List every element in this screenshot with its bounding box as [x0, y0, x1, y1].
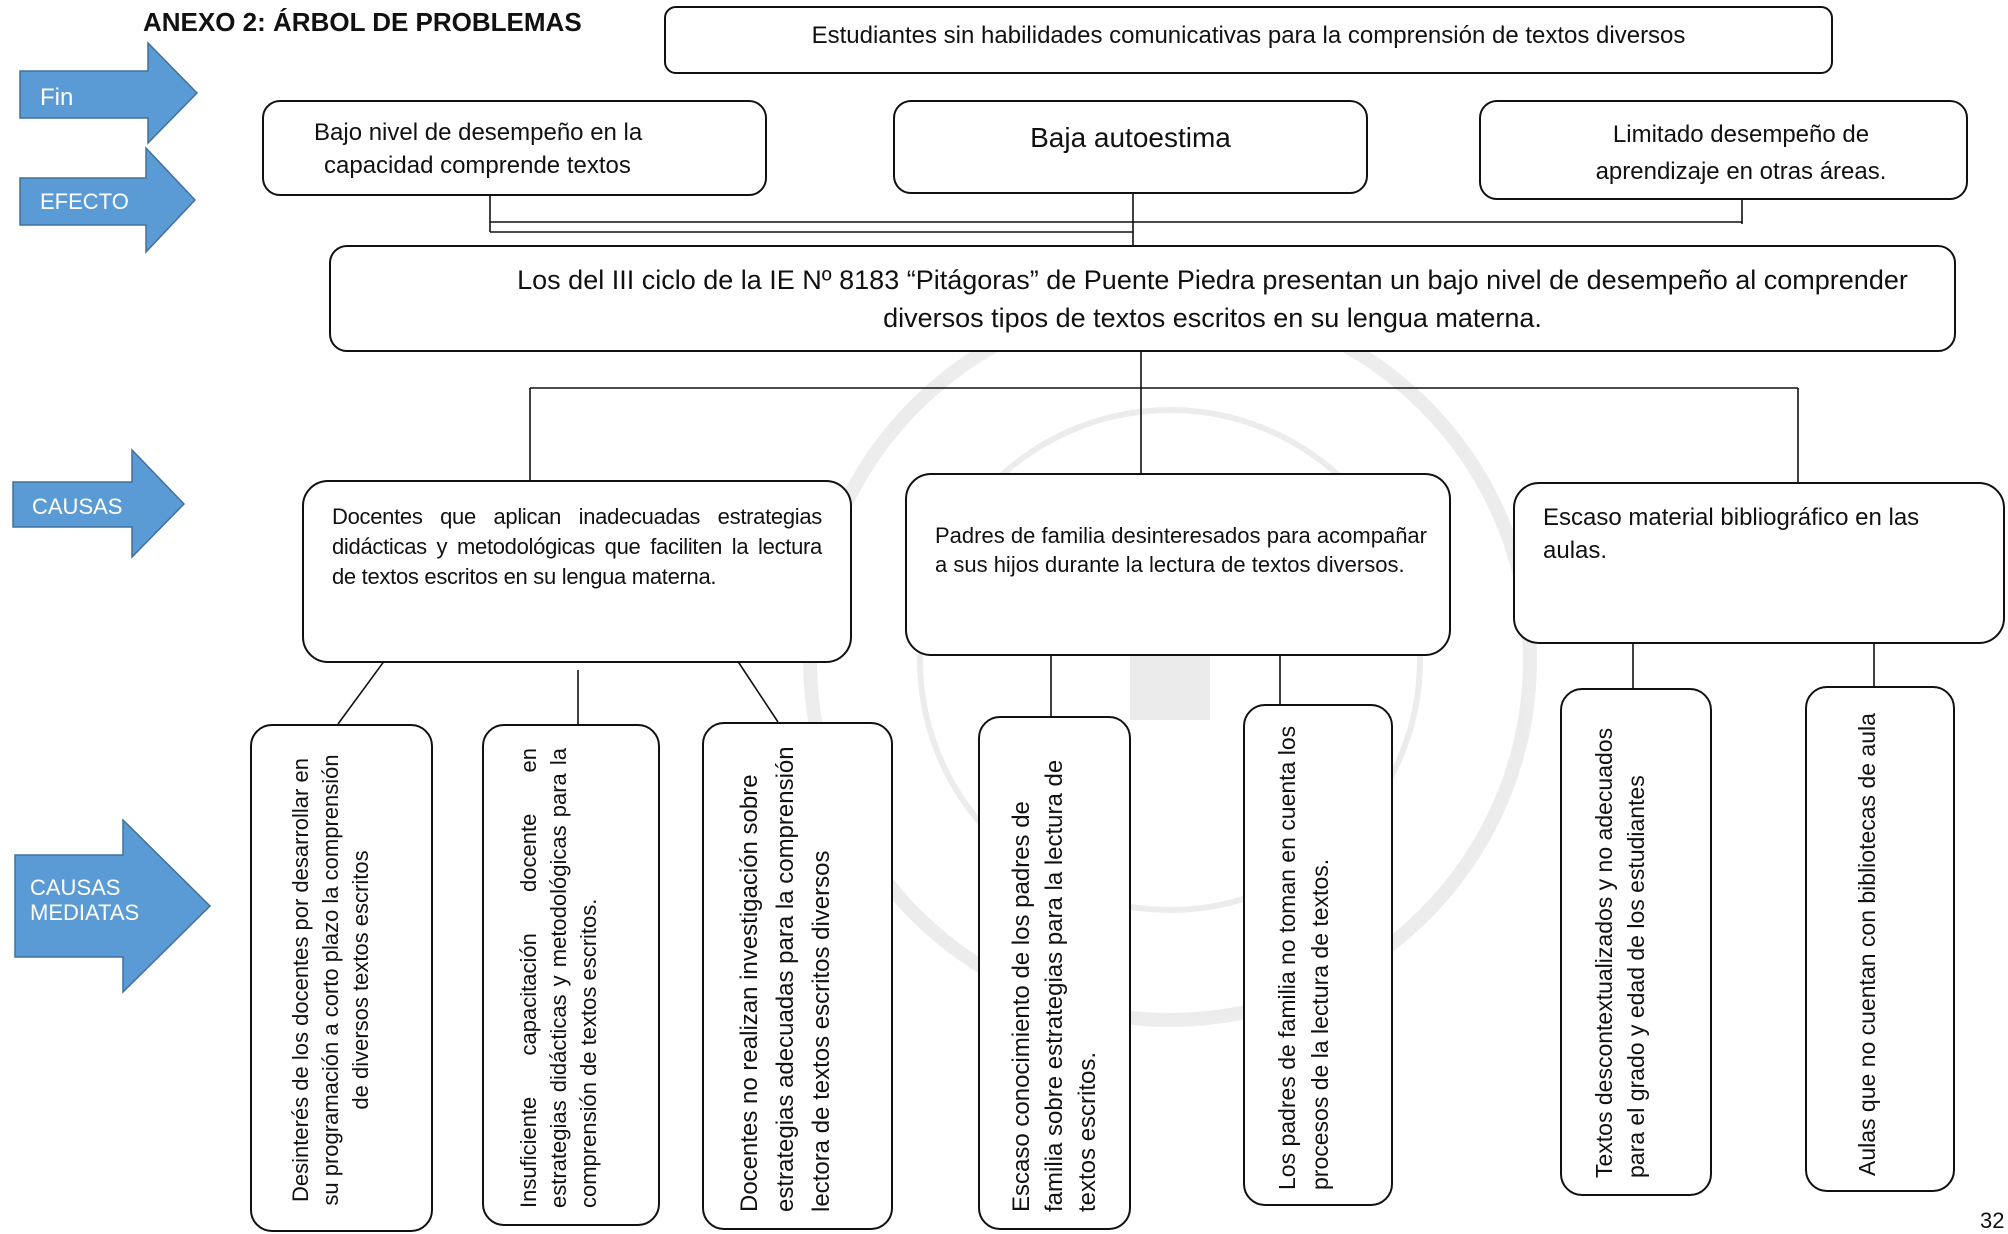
causas-arrow-label: CAUSAS [32, 494, 123, 519]
efecto-arrow-shape [19, 146, 197, 254]
mediate-text-1: Desinterés de los docentes por desarroll… [288, 754, 373, 1206]
page-number: 32 [1980, 1208, 2005, 1233]
mediate-text-3: Docentes no realizan investigación sobre… [736, 746, 835, 1212]
mediate-text-7: Aulas que no cuentan con bibliotecas de … [1854, 713, 1880, 1176]
fin-arrow-shape [19, 41, 199, 145]
mediate-text-4: Escaso conocimiento de los padres de fam… [1008, 759, 1101, 1212]
causas-mediatas-arrow-shape [14, 818, 212, 994]
cause-text-3: Escaso material bibliográfico en las aul… [1543, 504, 1920, 564]
cause-text-2: Padres de familia desinteresados para ac… [935, 523, 1427, 577]
cause-text-1: Docentes que aplican inadecuadas estrate… [332, 504, 822, 589]
causas-mediatas-line-2: MEDIATAS [30, 900, 140, 925]
mediate-text-6: Textos descontextualizados y no adecuado… [1591, 727, 1649, 1178]
central-problem-text: Los del III ciclo de la IE Nº 8183 “Pitá… [517, 265, 1908, 333]
effect-box-2: Baja autoestima [893, 100, 1368, 194]
central-problem-box: Los del III ciclo de la IE Nº 8183 “Pitá… [329, 245, 1956, 352]
effect-text-3: Limitado desempeño de aprendizaje en otr… [1595, 121, 1887, 185]
mediate-box-3: Docentes no realizan investigación sobre… [702, 722, 893, 1230]
effect-box-3: Limitado desempeño de aprendizaje en otr… [1479, 100, 1968, 200]
mediate-box-5: Los padres de familia no toman en cuenta… [1243, 704, 1393, 1206]
mediate-box-4: Escaso conocimiento de los padres de fam… [978, 716, 1131, 1230]
mediate-text-2: Insuficiente capacitación docente en est… [516, 748, 601, 1208]
effect-text-2: Baja autoestima [1030, 122, 1231, 153]
mediate-box-2: Insuficiente capacitación docente en est… [482, 724, 660, 1226]
causas-arrow-shape [12, 448, 186, 559]
causas-mediatas-line-1: CAUSAS [30, 875, 121, 900]
cause-box-1: Docentes que aplican inadecuadas estrate… [302, 480, 852, 663]
mediate-box-1: Desinterés de los docentes por desarroll… [250, 724, 433, 1232]
effect-box-1: Bajo nivel de desempeño en la capacidad … [262, 100, 767, 196]
fin-box: Estudiantes sin habilidades comunicativa… [664, 6, 1833, 74]
fin-arrow-label: Fin [40, 84, 74, 111]
cause-box-2: Padres de familia desinteresados para ac… [905, 473, 1451, 656]
mediate-box-7: Aulas que no cuentan con bibliotecas de … [1805, 686, 1955, 1192]
page-title: ANEXO 2: ÁRBOL DE PROBLEMAS [143, 7, 582, 37]
mediate-box-6: Textos descontextualizados y no adecuado… [1560, 688, 1712, 1196]
mediate-text-5: Los padres de familia no toman en cuenta… [1274, 725, 1333, 1190]
fin-box-text: Estudiantes sin habilidades comunicativa… [811, 22, 1686, 49]
efecto-arrow-label: EFECTO [40, 189, 129, 214]
effect-text-1: Bajo nivel de desempeño en la capacidad … [314, 119, 643, 179]
causas-mediatas-arrow-label: CAUSAS MEDIATAS [30, 875, 139, 925]
cause-box-3: Escaso material bibliográfico en las aul… [1513, 482, 2005, 644]
